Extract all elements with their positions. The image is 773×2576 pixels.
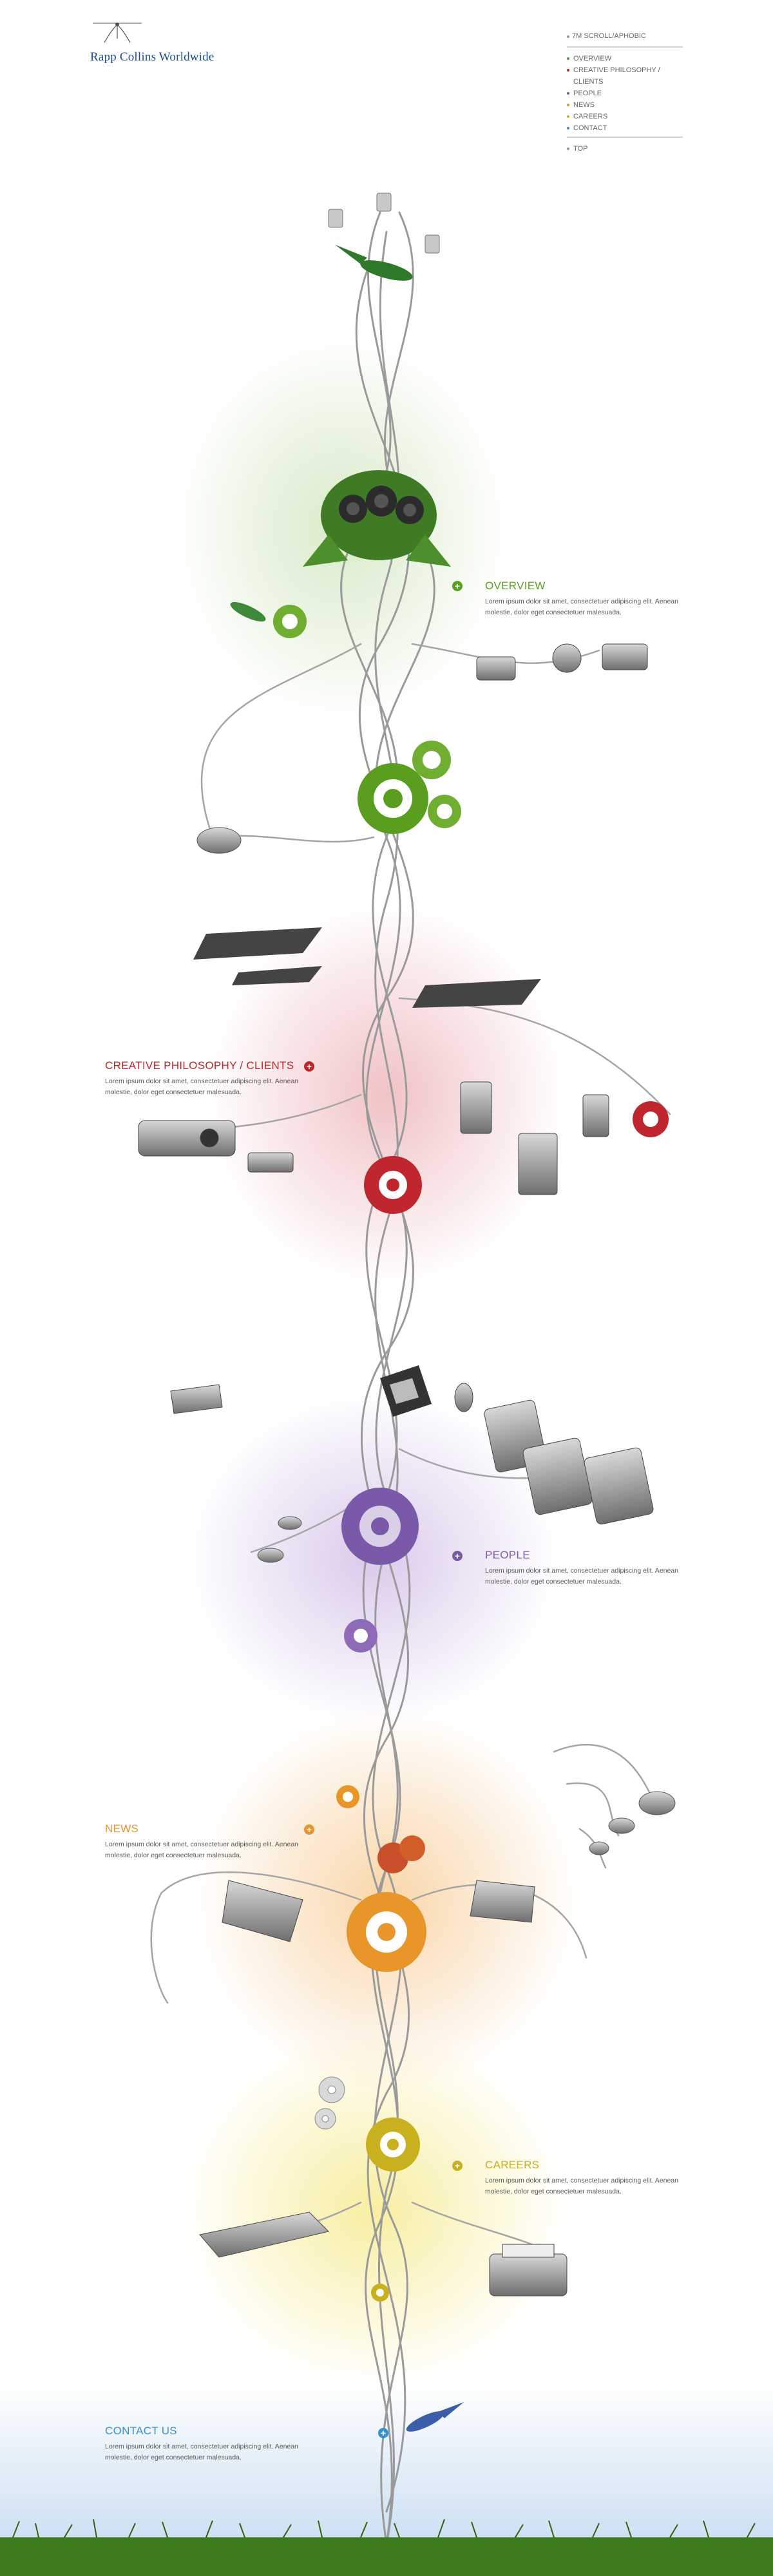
cds: [314, 2076, 345, 2130]
scroll-hint-text: 7M SCROLL/APHOBIC: [572, 32, 646, 40]
nav-item-label: NEWS: [573, 101, 595, 109]
keyboard: [199, 2211, 329, 2258]
hummingbird-left: [230, 601, 266, 622]
bullet-icon: [567, 69, 569, 71]
section-title[interactable]: PEOPLE: [485, 1549, 530, 1561]
green-flower: [358, 741, 461, 834]
section-title[interactable]: OVERVIEW: [485, 580, 546, 592]
photo-frames: [484, 1399, 654, 1525]
nav-item-label: CONTACT: [573, 124, 607, 132]
orange-flower: [347, 1835, 426, 1972]
bullet-icon: [567, 115, 569, 118]
section-title[interactable]: CAREERS: [485, 2159, 540, 2171]
section-title[interactable]: CONTACT US: [105, 2425, 177, 2437]
routers: [193, 927, 541, 1008]
section-text: Lorem ipsum dolor sit amet, consectetuer…: [485, 598, 678, 616]
usb-plugs: [328, 193, 440, 254]
hummingbird-top: [335, 245, 413, 281]
grass: [0, 2537, 773, 2576]
careers-expand-button[interactable]: +: [452, 2161, 463, 2171]
section-text: Lorem ipsum dolor sit amet, consectetuer…: [485, 2177, 678, 2195]
brand-name: Rapp Collins Worldwide: [90, 50, 215, 64]
connectors: [170, 1383, 473, 1414]
nav-item-label: CAREERS: [573, 113, 608, 120]
webcam-cluster: [303, 470, 451, 567]
camcorders: [476, 643, 648, 681]
red-flower: [364, 1156, 422, 1214]
bullet-icon: [567, 92, 569, 95]
section-text: Lorem ipsum dolor sit amet, consectetuer…: [105, 1841, 298, 1859]
nav-item-label: TOP: [573, 145, 588, 153]
nav-item-overview[interactable]: OVERVIEW: [567, 53, 683, 64]
nav-item-careers[interactable]: CAREERS: [567, 111, 683, 122]
laptops: [222, 1880, 535, 1942]
nav-item-people[interactable]: PEOPLE: [567, 88, 683, 99]
news-expand-button[interactable]: +: [304, 1824, 314, 1835]
section-text: Lorem ipsum dolor sit amet, consectetuer…: [485, 1567, 678, 1586]
section-overview: OVERVIEW Lorem ipsum dolor sit amet, con…: [485, 580, 678, 618]
small-yellow-flower: [371, 2284, 389, 2302]
small-green-flower: [273, 605, 307, 638]
projectors: [138, 1120, 294, 1173]
scroll-hint: 7M SCROLL/APHOBIC: [567, 32, 683, 44]
nav-item-label: PEOPLE: [573, 90, 602, 97]
mp3-players: [460, 1081, 609, 1195]
section-creative: CREATIVE PHILOSOPHY / CLIENTS Lorem ipsu…: [105, 1059, 298, 1098]
plus-icon: +: [454, 2161, 461, 2171]
plus-icon: +: [454, 1551, 461, 1561]
bird-logo-icon: [93, 23, 142, 43]
grass-blades: [12, 2519, 756, 2538]
section-title[interactable]: CREATIVE PHILOSOPHY / CLIENTS: [105, 1059, 294, 1072]
nav-item-creative[interactable]: CREATIVE PHILOSOPHY / CLIENTS: [567, 64, 683, 88]
hummingbird-blue: [406, 2402, 464, 2432]
bullet-icon: [567, 104, 569, 106]
mice-purple: [257, 1516, 302, 1563]
yellow-flower: [366, 2117, 420, 2172]
section-contact: CONTACT US Lorem ipsum dolor sit amet, c…: [105, 2425, 298, 2463]
section-text: Lorem ipsum dolor sit amet, consectetuer…: [105, 2443, 298, 2461]
mice-right: [589, 1791, 676, 1855]
section-careers: CAREERS Lorem ipsum dolor sit amet, cons…: [485, 2159, 678, 2197]
creative-expand-button[interactable]: +: [304, 1061, 314, 1072]
plus-icon: +: [306, 1061, 312, 1072]
plus-icon: +: [454, 581, 461, 591]
section-text: Lorem ipsum dolor sit amet, consectetuer…: [105, 1077, 298, 1096]
contact-expand-button[interactable]: +: [378, 2428, 388, 2438]
section-news: NEWS Lorem ipsum dolor sit amet, consect…: [105, 1823, 298, 1861]
overview-expand-button[interactable]: +: [452, 581, 463, 591]
people-expand-button[interactable]: +: [452, 1551, 463, 1561]
yellow-splash: [180, 2029, 567, 2389]
small-purple-flower: [344, 1619, 377, 1653]
divider: [567, 46, 683, 48]
small-orange-flower: [336, 1785, 359, 1808]
bullet-icon: [567, 127, 569, 129]
nav-item-news[interactable]: NEWS: [567, 99, 683, 111]
divider: [567, 137, 683, 138]
printer: [489, 2244, 568, 2297]
mouse-top: [196, 827, 242, 854]
nav-item-label: OVERVIEW: [573, 55, 612, 62]
chip: [380, 1365, 432, 1417]
small-red-flower: [633, 1101, 669, 1137]
top-navigation: 7M SCROLL/APHOBIC OVERVIEW CREATIVE PHIL…: [567, 32, 683, 155]
brand-logo[interactable]: [89, 19, 211, 71]
purple-flower: [341, 1488, 419, 1565]
nav-item-label: CREATIVE PHILOSOPHY / CLIENTS: [573, 66, 660, 86]
bullet-icon: [567, 57, 569, 60]
plus-icon: +: [306, 1824, 312, 1835]
nav-item-contact[interactable]: CONTACT: [567, 122, 683, 134]
bullet-icon: [567, 147, 569, 150]
bullet-icon: [567, 35, 569, 38]
plus-icon: +: [380, 2428, 386, 2438]
nav-item-top[interactable]: TOP: [567, 143, 683, 155]
section-people: PEOPLE Lorem ipsum dolor sit amet, conse…: [485, 1549, 678, 1587]
section-title[interactable]: NEWS: [105, 1823, 139, 1835]
nav-list: OVERVIEW CREATIVE PHILOSOPHY / CLIENTS P…: [567, 53, 683, 134]
